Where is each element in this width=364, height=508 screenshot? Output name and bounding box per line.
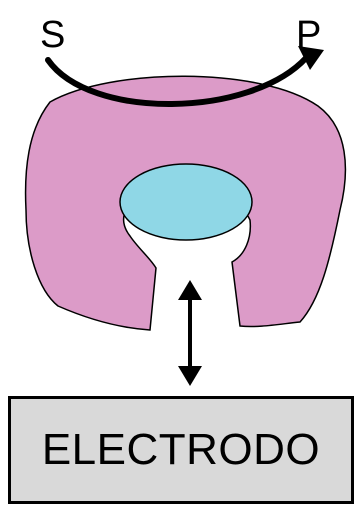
label-p: P xyxy=(296,16,321,54)
double-arrow-top-head xyxy=(178,280,202,300)
double-arrow-bottom-head xyxy=(178,366,202,386)
label-s: S xyxy=(40,16,65,54)
core-ellipse xyxy=(120,164,252,240)
electrode-box: ELECTRODO xyxy=(8,396,354,504)
electrode-label: ELECTRODO xyxy=(42,425,320,475)
